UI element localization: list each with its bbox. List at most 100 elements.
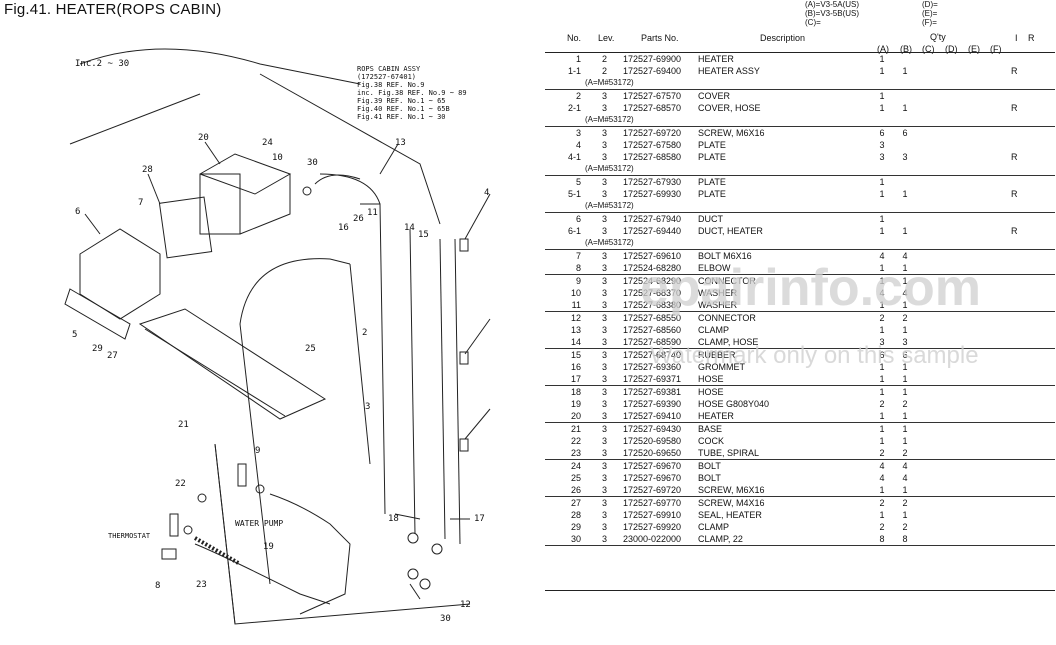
cell-lev: 3: [602, 534, 608, 544]
cell-a: 1: [879, 54, 885, 64]
group-divider: [545, 212, 1055, 213]
callout-12: 12: [460, 600, 471, 610]
cell-b: 1: [902, 485, 908, 495]
cell-lev: 3: [602, 91, 608, 101]
cell-a: 1: [879, 436, 885, 446]
cell-b: 1: [902, 387, 908, 397]
cell-b: 2: [902, 498, 908, 508]
cell-desc: TUBE, SPIRAL: [698, 448, 760, 458]
cell-part: 172527-69390: [623, 399, 682, 409]
cell-no: 5: [575, 177, 581, 187]
cell-r: R: [1011, 226, 1018, 236]
water-pump-label: WATER PUMP: [235, 519, 283, 528]
cell-desc: COCK: [698, 436, 725, 446]
callout-28: 28: [142, 165, 153, 175]
cell-lev: 3: [602, 263, 608, 273]
cell-a: 1: [879, 214, 885, 224]
callout-2: 2: [362, 328, 367, 338]
cell-b: 4: [902, 251, 908, 261]
cell-no: 6: [575, 214, 581, 224]
cell-b: 1: [902, 510, 908, 520]
cell-lev: 3: [602, 510, 608, 520]
cell-part: 172527-69610: [623, 251, 682, 261]
cell-no: 26: [570, 485, 581, 495]
cell-r: R: [1011, 103, 1018, 113]
cell-no: 18: [570, 387, 581, 397]
serial-note: (A=M#53172): [545, 114, 1055, 126]
cell-a: 1: [879, 226, 885, 236]
callout-9: 9: [255, 446, 260, 456]
cell-desc: BOLT: [698, 461, 721, 471]
cell-lev: 3: [602, 522, 608, 532]
figure-title: Fig.41. HEATER(ROPS CABIN): [4, 1, 222, 18]
cell-b: 1: [902, 325, 908, 335]
cell-lev: 3: [602, 350, 608, 360]
cell-b: 3: [902, 337, 908, 347]
cell-a: 2: [879, 498, 885, 508]
cell-r: R: [1011, 189, 1018, 199]
cell-desc: DUCT: [698, 214, 723, 224]
cell-part: 23000-022000: [623, 534, 682, 544]
header-qty-b: (B): [900, 44, 912, 54]
cell-b: 1: [902, 103, 908, 113]
cell-no: 17: [570, 374, 581, 384]
group-divider: [545, 89, 1055, 90]
callout-22: 22: [175, 479, 186, 489]
group-divider: [545, 249, 1055, 250]
callout-29: 29: [92, 344, 103, 354]
cell-a: 6: [879, 350, 885, 360]
header-no: No.: [567, 33, 582, 43]
cell-no: 1: [575, 54, 581, 64]
cabin-note-line-3: Fig.38 REF. No.9: [357, 81, 424, 89]
group-divider: [545, 348, 1055, 349]
cell-part: 172527-68550: [623, 313, 682, 323]
cell-part: 172527-69430: [623, 424, 682, 434]
cell-r: R: [1011, 66, 1018, 76]
cell-b: 6: [902, 128, 908, 138]
cell-lev: 3: [602, 288, 608, 298]
model-legend-left: (A)=V3-5A(US) (B)=V3-5B(US) (C)=: [805, 0, 859, 27]
cell-a: 4: [879, 251, 885, 261]
serial-note: (A=M#53172): [545, 200, 1055, 212]
cell-desc: CONNECTOR: [698, 313, 756, 323]
cell-part: 172527-69900: [623, 54, 682, 64]
cell-no: 22: [570, 436, 581, 446]
cell-desc: PLATE: [698, 189, 726, 199]
legend-f: (F)=: [922, 18, 937, 27]
cell-part: 172527-67930: [623, 177, 682, 187]
cell-no: 4-1: [567, 152, 581, 162]
cell-no: 28: [570, 510, 581, 520]
cell-b: 1: [902, 424, 908, 434]
cell-part: 172527-69920: [623, 522, 682, 532]
cell-desc: BASE: [698, 424, 723, 434]
cell-b: 2: [902, 448, 908, 458]
cell-desc: WASHER: [698, 300, 738, 310]
group-divider: [545, 385, 1055, 386]
cell-part: 172527-69910: [623, 510, 682, 520]
cabin-note-line-5: Fig.39 REF. No.1 ~ 65: [357, 97, 446, 105]
cell-a: 1: [879, 177, 885, 187]
cell-lev: 3: [602, 325, 608, 335]
cell-no: 11: [571, 300, 581, 310]
group-divider: [545, 496, 1055, 497]
cell-desc: RUBBER: [698, 350, 736, 360]
cell-part: 172527-69381: [623, 387, 682, 397]
cell-lev: 3: [602, 128, 608, 138]
cell-desc: SCREW, M6X16: [698, 128, 765, 138]
cell-part: 172527-69670: [623, 473, 682, 483]
cell-no: 13: [570, 325, 581, 335]
callout-19: 19: [263, 542, 274, 552]
serial-note: (A=M#53172): [545, 163, 1055, 175]
cell-lev: 3: [602, 424, 608, 434]
cell-b: 1: [902, 226, 908, 236]
cell-desc: SEAL, HEATER: [698, 510, 762, 520]
exploded-parts-diagram: Inc.2 ~ 30 ROPS CABIN ASSY (172527-67401…: [64, 48, 491, 625]
serial-note-text: (A=M#53172): [585, 238, 634, 247]
